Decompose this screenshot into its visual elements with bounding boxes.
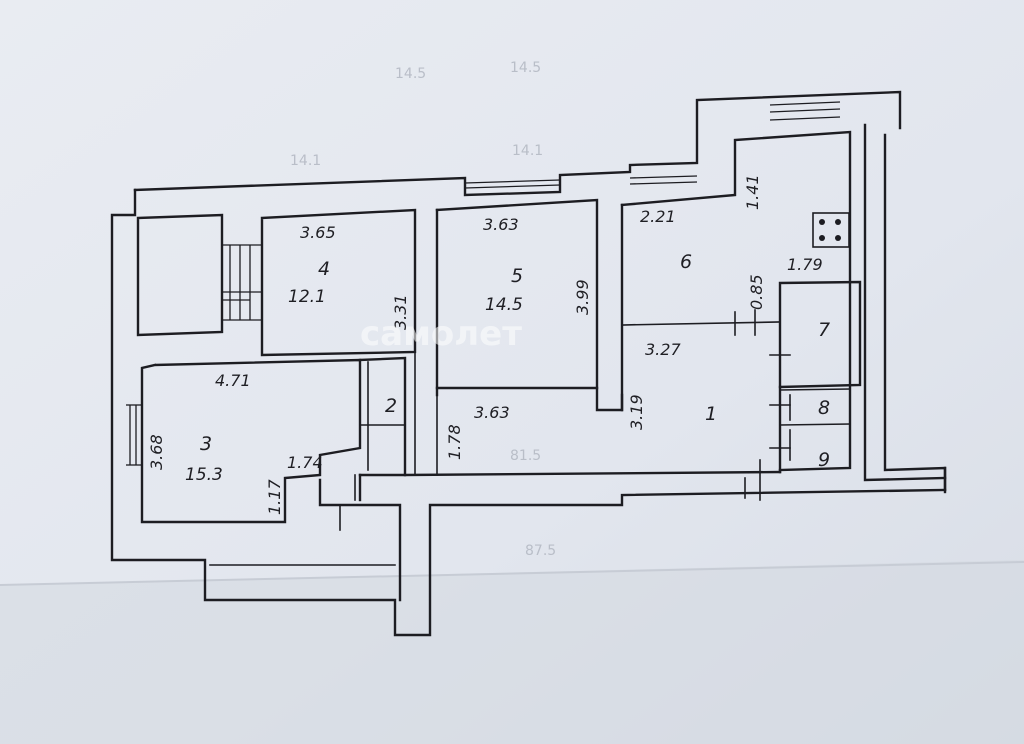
room-6-width-dim: 2.21 xyxy=(640,207,676,226)
room-7-number: 7 xyxy=(818,319,830,341)
room-8-number: 8 xyxy=(818,397,830,419)
ghost-text-4: 14.1 xyxy=(512,143,543,159)
corridor-dim: 1.78 xyxy=(445,424,464,460)
room-7-width-dim: 1.79 xyxy=(787,255,823,274)
room-1-width-dim: 3.27 xyxy=(645,340,681,359)
ghost-text-6: 87.5 xyxy=(525,543,556,559)
fold-line xyxy=(0,561,1024,586)
loggia xyxy=(136,213,262,337)
ghost-text-3: 14.1 xyxy=(290,153,321,169)
room-3-depth-dim: 3.68 xyxy=(147,434,166,470)
room-5-area: 14.5 xyxy=(485,295,523,315)
room-2-number: 2 xyxy=(385,395,397,417)
room-3-width-dim: 4.71 xyxy=(215,371,251,390)
kitchen-top-dim: 1.41 xyxy=(743,174,762,210)
room-3 xyxy=(126,358,362,524)
room-2-corridor xyxy=(209,351,782,602)
paper-fold xyxy=(0,560,1024,744)
rooms-7-8-9 xyxy=(744,280,862,501)
watermark: самолет xyxy=(360,314,522,354)
room-3-number: 3 xyxy=(200,433,212,455)
ghost-text-5: 81.5 xyxy=(510,448,541,464)
room-6-number: 6 xyxy=(680,251,692,273)
room-5-number: 5 xyxy=(511,265,523,287)
room-3-step-dim: 1.17 xyxy=(265,479,284,515)
room-5-width-bottom-dim: 3.63 xyxy=(474,403,510,422)
room-6-depth-dim: 0.85 xyxy=(747,274,766,310)
room-4-area: 12.1 xyxy=(288,287,326,307)
room-9-number: 9 xyxy=(818,449,830,471)
room-3-area: 15.3 xyxy=(185,465,223,485)
room-1-depth-dim: 3.19 xyxy=(627,394,646,430)
room-4-depth-dim: 3.31 xyxy=(391,294,410,330)
room-6-and-1 xyxy=(620,101,852,472)
room-5-width-top-dim: 3.63 xyxy=(483,215,519,234)
room-4-number: 4 xyxy=(318,258,330,280)
room-4-width-dim: 3.65 xyxy=(300,223,336,242)
stove-icon xyxy=(812,212,850,248)
room-5-depth-dim: 3.99 xyxy=(573,279,592,315)
room-3-niche-dim: 1.74 xyxy=(287,453,323,472)
room-1-number: 1 xyxy=(705,403,717,425)
ghost-text-2: 14.5 xyxy=(510,60,541,76)
outer-walls xyxy=(110,90,947,637)
ghost-text-1: 14.5 xyxy=(395,66,426,82)
